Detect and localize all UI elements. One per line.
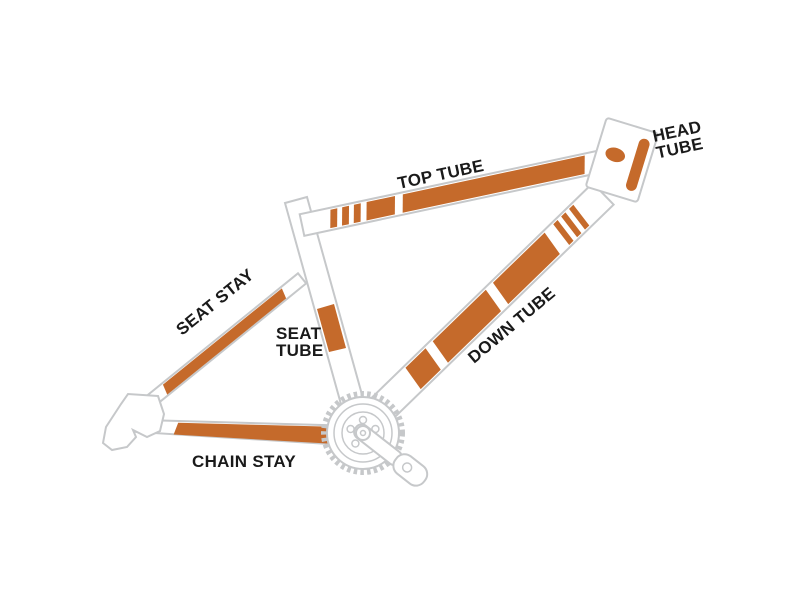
top-tube-decal-long — [402, 155, 585, 213]
crank-axle-bolt — [359, 429, 367, 437]
down-tube-decal-tick — [569, 204, 590, 230]
label-seat-tube-line1: SEAT — [276, 324, 322, 343]
label-seat-tube: SEAT TUBE — [276, 324, 323, 360]
head-tube-decal-strip — [625, 138, 650, 191]
down-tube-decal-long — [432, 289, 502, 363]
chainring-spider-ring — [341, 411, 385, 455]
label-seat-tube-line2: TUBE — [276, 341, 323, 360]
crank-axle — [355, 425, 371, 441]
pedal-axle-hole — [401, 462, 413, 473]
down-tube-decal-tick — [553, 220, 574, 245]
top-tube-decal-strip — [353, 203, 361, 224]
seat-stay-decal — [162, 288, 287, 395]
top-tube-decal-strip — [330, 208, 338, 229]
decals-group — [162, 138, 650, 444]
seat-tube-decal — [317, 304, 346, 352]
crankset — [321, 391, 429, 487]
down-tube-decal-tick — [561, 212, 582, 238]
down-tube-decal-long — [492, 232, 560, 305]
chainring-inner-ring — [333, 403, 393, 463]
chainring-teeth — [321, 391, 405, 475]
top-tube-decal-strip — [342, 205, 350, 226]
label-chain-stay: CHAIN STAY — [192, 452, 296, 471]
head-tube-decal-oval — [605, 147, 626, 163]
rear-dropout — [101, 392, 166, 452]
pedal — [392, 453, 429, 487]
down-tube-decal-short — [405, 348, 441, 390]
chain-stay-decal — [173, 422, 335, 444]
top-tube-decal-mid — [366, 195, 395, 221]
